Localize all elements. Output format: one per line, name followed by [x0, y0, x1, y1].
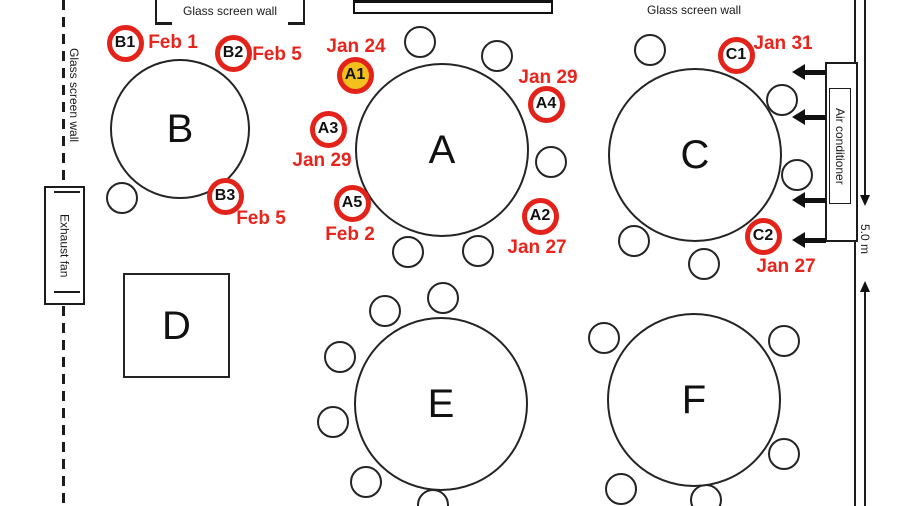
table-label: A [428, 128, 456, 172]
chair [618, 225, 650, 257]
glass-wall-left-label: Glass screen wall [67, 48, 81, 143]
table-label: C [680, 133, 710, 177]
airflow-arrow-left-icon [792, 232, 826, 248]
case-marker-A1: A1 [336, 56, 374, 94]
case-marker-A4: A4 [527, 85, 565, 123]
chair [688, 248, 720, 280]
chair [350, 466, 382, 498]
chair [417, 489, 449, 506]
table-label: E [427, 382, 455, 426]
scale-line-bottom [864, 292, 866, 506]
chair [462, 235, 494, 267]
scale-arrow-down-icon [860, 195, 870, 206]
scale-arrow-up-icon [860, 281, 870, 292]
chair [768, 438, 800, 470]
case-marker-C1: C1 [717, 36, 755, 74]
airflow-arrow-left-icon [792, 64, 826, 80]
exhaust-fan: Exhaust fan [44, 186, 85, 305]
chair [427, 282, 459, 314]
case-marker-B3: B3 [206, 177, 244, 215]
case-date-label-C1: Jan 31 [753, 33, 813, 54]
chair [106, 182, 138, 214]
chair [690, 484, 722, 506]
chair [317, 406, 349, 438]
case-date-label-B2: Feb 5 [252, 44, 302, 65]
case-marker-label: C1 [725, 46, 747, 63]
exhaust-fan-vent-line [54, 191, 80, 193]
case-marker-label: B1 [114, 34, 136, 51]
chair [481, 40, 513, 72]
chair [535, 146, 567, 178]
arrow-tail [803, 197, 826, 203]
right-wall-line [854, 0, 856, 506]
arrow-tail [803, 237, 826, 243]
case-marker-label: A1 [344, 66, 366, 83]
chair [404, 26, 436, 58]
case-marker-label: A3 [317, 120, 339, 137]
case-date-label-B1: Feb 1 [148, 32, 198, 53]
table-F: F [607, 313, 781, 487]
case-date-label-A4: Jan 29 [518, 67, 578, 88]
glass-wall-bracket-left-foot [155, 22, 172, 25]
case-date-label-A1: Jan 24 [326, 36, 386, 57]
case-marker-A2: A2 [521, 197, 559, 235]
glass-wall-bracket-left [155, 0, 157, 24]
case-marker-label: B2 [222, 44, 244, 61]
air-conditioner [825, 62, 858, 242]
case-marker-A5: A5 [333, 184, 371, 222]
table-B: B [110, 59, 250, 199]
case-marker-label: C2 [752, 227, 774, 244]
chair [588, 322, 620, 354]
glass-wall-top-left-label: Glass screen wall [182, 4, 278, 18]
case-marker-label: A5 [341, 194, 363, 211]
airflow-arrow-left-icon [792, 192, 826, 208]
case-date-label-A2: Jan 27 [507, 237, 567, 258]
chair [634, 34, 666, 66]
arrow-head [792, 64, 805, 80]
chair [768, 325, 800, 357]
arrow-head [792, 232, 805, 248]
arrow-head [792, 109, 805, 125]
case-marker-B2: B2 [214, 34, 252, 72]
chair [781, 159, 813, 191]
arrow-tail [803, 69, 826, 75]
case-marker-label: A2 [529, 207, 551, 224]
table-label: F [681, 378, 707, 422]
glass-wall-bracket-right-foot [288, 22, 305, 25]
glass-wall-top-rect [353, 0, 553, 14]
scale-label: 5.0 m [858, 224, 872, 255]
case-date-label-B3: Feb 5 [236, 208, 286, 229]
case-marker-label: B3 [214, 187, 236, 204]
table-C: C [608, 68, 782, 242]
arrow-tail [803, 114, 826, 120]
scale-line-top [864, 0, 866, 197]
case-date-label-A3: Jan 29 [292, 150, 352, 171]
table-label: D [162, 303, 191, 348]
chair [392, 236, 424, 268]
exhaust-fan-vent-line [54, 291, 80, 293]
air-conditioner-inner-box: Air conditioner [829, 88, 851, 204]
arrow-head [792, 192, 805, 208]
chair [324, 341, 356, 373]
table-E: E [354, 317, 528, 491]
chair [766, 84, 798, 116]
exhaust-fan-label: Exhaust fan [57, 213, 72, 278]
air-conditioner-label: Air conditioner [833, 107, 847, 185]
case-marker-A3: A3 [309, 110, 347, 148]
table-D: D [123, 273, 230, 378]
glass-wall-top-right-label: Glass screen wall [646, 3, 742, 17]
glass-wall-bracket-right [303, 0, 305, 24]
case-date-label-C2: Jan 27 [756, 256, 816, 277]
table-A: A [355, 63, 529, 237]
chair [605, 473, 637, 505]
chair [369, 295, 401, 327]
airflow-arrow-left-icon [792, 109, 826, 125]
case-marker-C2: C2 [744, 217, 782, 255]
case-marker-label: A4 [535, 95, 557, 112]
table-label: B [166, 107, 194, 151]
case-marker-B1: B1 [106, 24, 144, 62]
case-date-label-A5: Feb 2 [325, 224, 375, 245]
